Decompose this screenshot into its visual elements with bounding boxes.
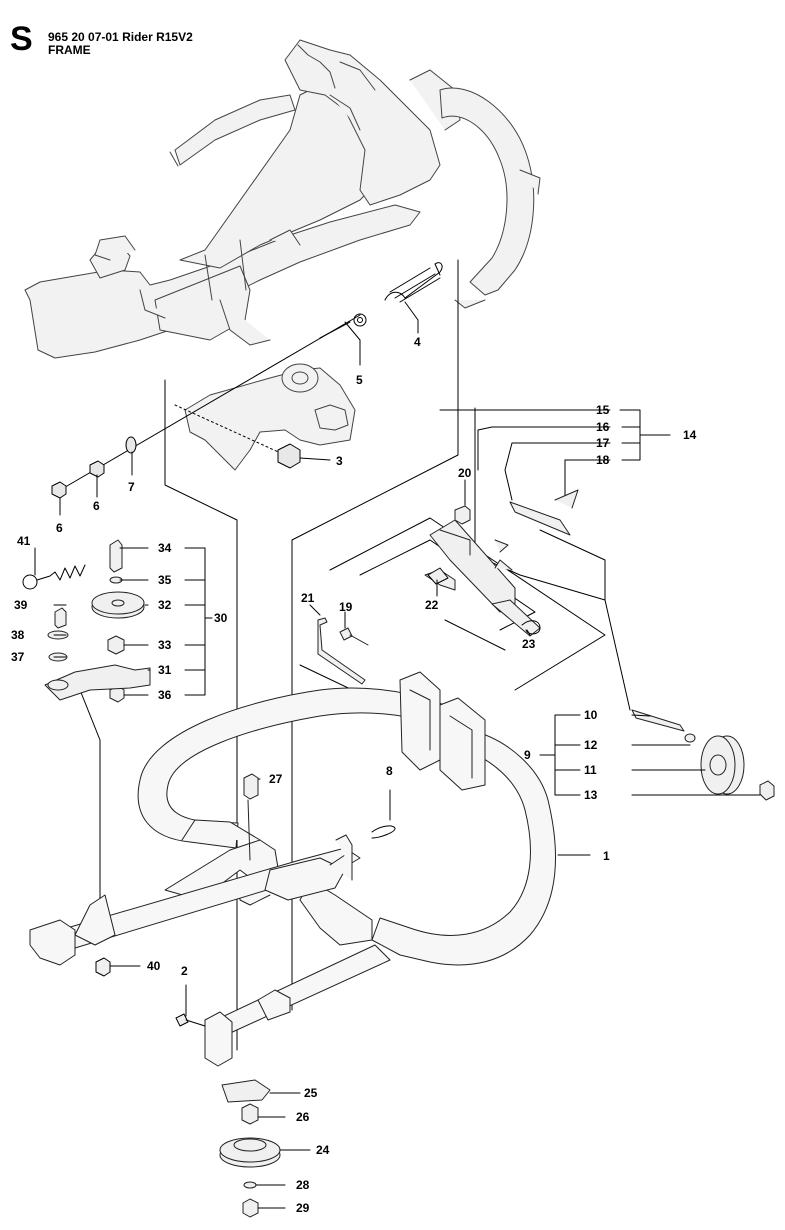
pivot-arm-14	[424, 489, 579, 637]
callout-7: 7	[128, 480, 135, 494]
bolt-22	[427, 567, 449, 585]
pin-8	[371, 825, 396, 839]
callout-37: 37	[11, 650, 25, 664]
front-wheel-assembly	[631, 709, 775, 801]
callout-28: 28	[296, 1178, 310, 1192]
nut-40	[95, 957, 111, 977]
callout-27: 27	[269, 772, 283, 786]
callout-23: 23	[522, 637, 536, 651]
callout-19: 19	[339, 600, 353, 614]
upper-chassis	[24, 39, 541, 359]
callout-30: 30	[214, 611, 228, 625]
leader-lines	[34, 301, 761, 1209]
dotted-link-3	[174, 404, 286, 456]
callout-35: 35	[158, 573, 172, 587]
model-line: 965 20 07-01 Rider R15V2	[48, 30, 193, 44]
callout-8: 8	[386, 764, 393, 778]
callout-24: 24	[316, 1143, 330, 1157]
callout-34: 34	[158, 541, 172, 555]
callout-20: 20	[458, 466, 472, 480]
lower-pulley-stack	[219, 773, 281, 1218]
nut-3	[277, 443, 301, 469]
main-frame-tube	[137, 687, 556, 966]
callout-2: 2	[181, 964, 188, 978]
bolt-19	[339, 627, 369, 646]
callout-29: 29	[296, 1201, 310, 1215]
callout-4: 4	[414, 335, 421, 349]
callout-36: 36	[158, 688, 172, 702]
tension-spring-assembly	[54, 262, 443, 494]
center-mount	[264, 834, 353, 901]
callout-25: 25	[304, 1086, 318, 1100]
spring-41	[22, 564, 86, 590]
callout-1: 1	[603, 849, 610, 863]
rear-bracket	[184, 363, 356, 471]
callout-13: 13	[584, 788, 598, 802]
callout-38: 38	[11, 628, 25, 642]
washer-7	[125, 436, 137, 454]
callout-15: 15	[596, 403, 610, 417]
callout-16: 16	[596, 420, 610, 434]
callout-39: 39	[14, 598, 28, 612]
callout-12: 12	[584, 738, 598, 752]
callout-17: 17	[596, 436, 610, 450]
bolt-2	[175, 1013, 206, 1027]
callout-40: 40	[147, 959, 161, 973]
diagram-title: FRAME	[48, 43, 91, 57]
callout-22: 22	[425, 598, 439, 612]
callout-labels: 1 2 3 4 5 6 6 7 8 9 10 11 12 13 14 15 16…	[11, 335, 697, 1215]
callout-5: 5	[356, 373, 363, 387]
idler-pulley-assembly	[44, 539, 151, 703]
section-letter: S	[10, 20, 33, 58]
callout-31: 31	[158, 663, 172, 677]
callout-14: 14	[683, 428, 697, 442]
callout-6a: 6	[56, 521, 63, 535]
rod-21	[317, 617, 366, 685]
callout-10: 10	[584, 708, 598, 722]
callout-21: 21	[301, 591, 315, 605]
nut-6a	[51, 481, 67, 499]
callout-9: 9	[524, 748, 531, 762]
callout-3: 3	[336, 454, 343, 468]
front-axle-bracket	[399, 671, 486, 791]
callout-6b: 6	[93, 499, 100, 513]
clip-23	[521, 620, 541, 635]
callout-26: 26	[296, 1110, 310, 1124]
callout-32: 32	[158, 598, 172, 612]
nut-6b	[89, 460, 105, 478]
callout-18: 18	[596, 453, 610, 467]
callout-41: 41	[17, 534, 31, 548]
callout-11: 11	[584, 763, 597, 777]
callout-33: 33	[158, 638, 172, 652]
